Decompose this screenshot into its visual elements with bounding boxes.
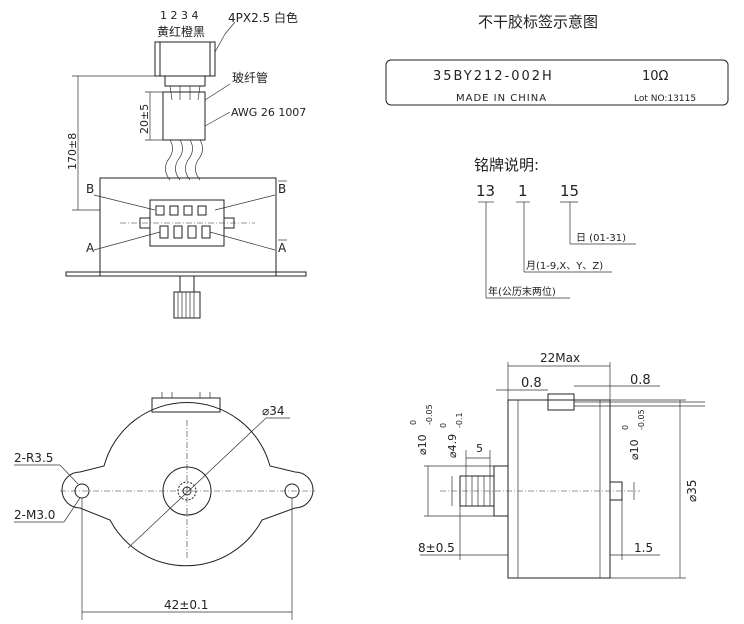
wire-colors: 黄红橙黑 [157, 24, 205, 39]
dim-gear: 5 [476, 442, 483, 455]
dim-shaft: ⌀10 [416, 434, 429, 455]
dim-body: ⌀35 [685, 480, 699, 503]
dim-boss-len: 1.5 [634, 541, 653, 555]
nameplate-title: 铭牌说明: [474, 156, 539, 174]
dim-shaft-tol-up: 0 [409, 420, 418, 425]
tube-label: 玻纤管 [232, 70, 268, 85]
label-origin: MADE IN CHINA [456, 93, 547, 104]
code-month: 1 [518, 182, 528, 200]
day-desc: 日 (01-31) [576, 233, 626, 244]
code-day: 15 [560, 182, 579, 200]
connector [154, 41, 216, 77]
phase-a-bar: A [278, 241, 287, 255]
dim-hole-m: 2-M3.0 [14, 508, 55, 522]
label-title: 不干胶标签示意图 [478, 13, 598, 31]
dim-boss: ⌀10 [628, 439, 641, 460]
label-model: 35BY212-002H [433, 69, 554, 84]
connector-label: 4PX2.5 白色 [228, 10, 298, 25]
front-view: ⌀34 2-R3.5 2-M3.0 42±0.1 [14, 392, 315, 620]
label-resistance: 10Ω [642, 69, 669, 84]
label-panel: 不干胶标签示意图 35BY212-002H 10Ω MADE IN CHINA … [385, 13, 729, 106]
dim-shaft-len: 8±0.5 [418, 541, 455, 555]
wire-label: AWG 26 1007 [231, 106, 306, 119]
dim-boss-tol-up: 0 [621, 425, 630, 430]
side-body [507, 399, 611, 579]
mount-flange [65, 271, 307, 277]
side-view: 22Max 0.8 0.8 ⌀10 0 -0.05 ⌀4.9 0 -0.1 5 … [409, 351, 705, 579]
dim-lead: 170±8 [66, 133, 79, 170]
wire-numbers: 1 2 3 4 [160, 9, 198, 22]
front-outline [61, 402, 314, 567]
terminal-pins [155, 205, 211, 239]
dim-pin: ⌀4.9 [446, 434, 459, 458]
dim-tube: 20±5 [138, 104, 151, 134]
gear [173, 291, 201, 319]
nameplate-legend: 铭牌说明: 13 1 15 日 (01-31) 月(1-9,X、Y、Z) 年(公… [474, 156, 636, 299]
phase-b: B [86, 182, 94, 196]
dim-span: 42±0.1 [164, 598, 208, 612]
fiberglass-tube [162, 91, 206, 141]
dim-pin-tol-dn: -0.1 [455, 412, 464, 428]
label-frame [385, 59, 729, 106]
dim-right-08: 0.8 [630, 373, 651, 388]
year-desc: 年(公历末两位) [488, 285, 556, 298]
phase-a: A [86, 241, 95, 255]
code-year: 13 [476, 182, 495, 200]
dim-hole-r: 2-R3.5 [14, 451, 53, 465]
dim-shaft-tol-dn: -0.05 [425, 404, 434, 425]
dim-pin-tol-up: 0 [439, 423, 448, 428]
month-desc: 月(1-9,X、Y、Z) [526, 260, 603, 272]
dim-left-08: 0.8 [521, 376, 542, 391]
phase-b-bar: B [278, 182, 286, 196]
dim-22max: 22Max [540, 351, 580, 365]
dim-diameter: ⌀34 [262, 404, 285, 418]
dim-boss-tol-dn: -0.05 [637, 409, 646, 430]
label-lot: Lot NO:13115 [634, 94, 696, 104]
top-view: 1 2 3 4 黄红橙黑 4PX2.5 白色 玻纤管 AWG 26 1007 2… [65, 9, 307, 319]
